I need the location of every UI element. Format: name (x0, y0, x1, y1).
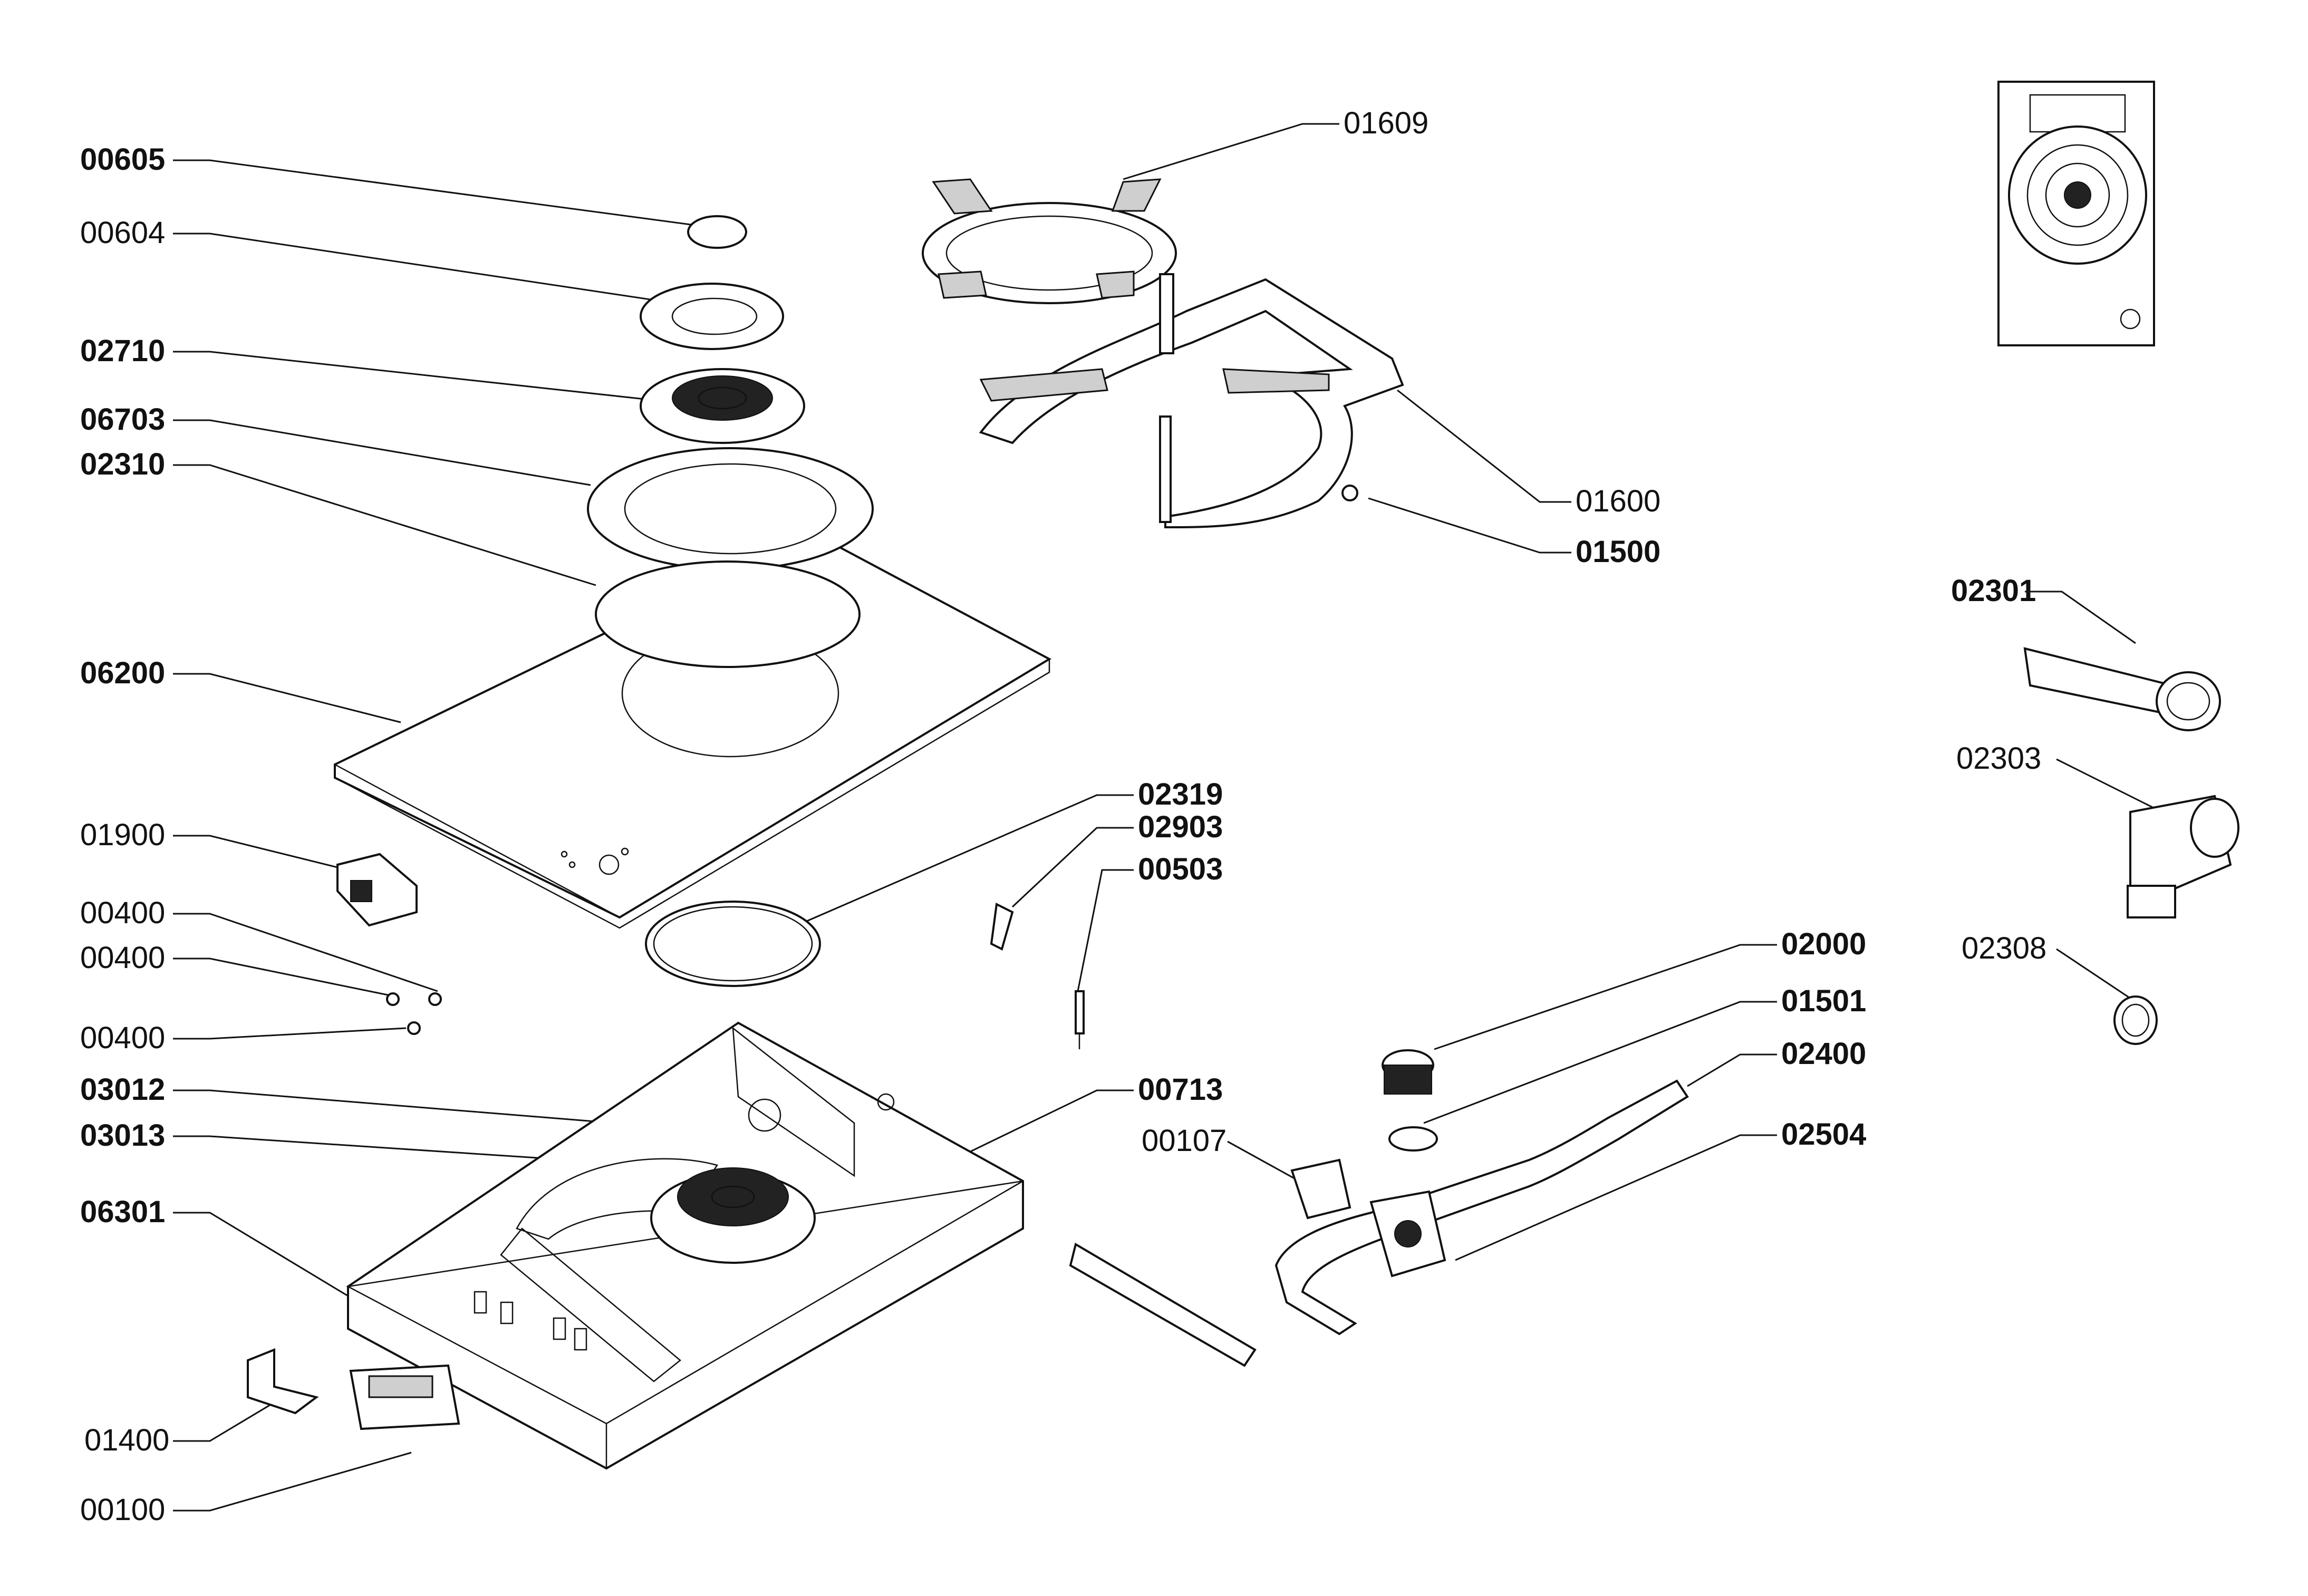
wok-support-ring (922, 178, 1177, 304)
part-label: 00107 (1142, 1124, 1227, 1158)
part-label: 01500 (1576, 535, 1660, 569)
part-label: 00503 (1138, 852, 1223, 886)
part-label: 01400 (84, 1423, 169, 1457)
part-label: 01501 (1781, 984, 1866, 1018)
product-thumbnail (1997, 81, 2155, 346)
part-label: 02000 (1781, 927, 1866, 961)
burner-base-ring (587, 447, 874, 570)
part-label: 00400 (80, 896, 165, 930)
burner-cap-small (687, 215, 747, 249)
part-label: 03013 (80, 1118, 165, 1153)
part-label: 00604 (80, 216, 165, 250)
electrodes (990, 902, 1085, 1049)
part-label: 03012 (80, 1072, 165, 1107)
part-label: 02400 (1781, 1037, 1866, 1071)
valve-assembly (1069, 1049, 1689, 1367)
part-label: 06703 (80, 402, 165, 437)
part-label: 06200 (80, 656, 165, 690)
part-label: 02319 (1138, 777, 1223, 811)
part-label: 02301 (1951, 574, 2036, 608)
part-label: 02310 (80, 447, 165, 481)
burner-cap-ring (640, 283, 784, 350)
part-label: 02308 (1962, 931, 2046, 965)
part-label: 00400 (80, 941, 165, 975)
burner-stack (587, 215, 874, 987)
part-label: 02303 (1956, 741, 2041, 776)
gas-fittings (2023, 647, 2239, 1045)
gasket-ring (645, 901, 821, 987)
seal-ring (595, 560, 861, 668)
part-labels: 00605 00604 02710 06703 02310 06200 0190… (80, 106, 2046, 1527)
pan-support (979, 273, 1404, 529)
part-label: 01600 (1576, 484, 1660, 518)
part-label: 02903 (1138, 810, 1223, 844)
part-label: 00713 (1138, 1072, 1223, 1107)
part-label: 00400 (80, 1021, 165, 1055)
part-label: 02710 (80, 334, 165, 368)
part-label: 06301 (80, 1195, 165, 1229)
part-label: 01609 (1344, 106, 1428, 140)
part-label: 00100 (80, 1493, 165, 1527)
part-label: 02504 (1781, 1117, 1866, 1152)
part-label: 00605 (80, 142, 165, 177)
small-parts-left (247, 853, 460, 1430)
bottom-tray (346, 1021, 1024, 1470)
part-label: 01900 (80, 818, 165, 852)
